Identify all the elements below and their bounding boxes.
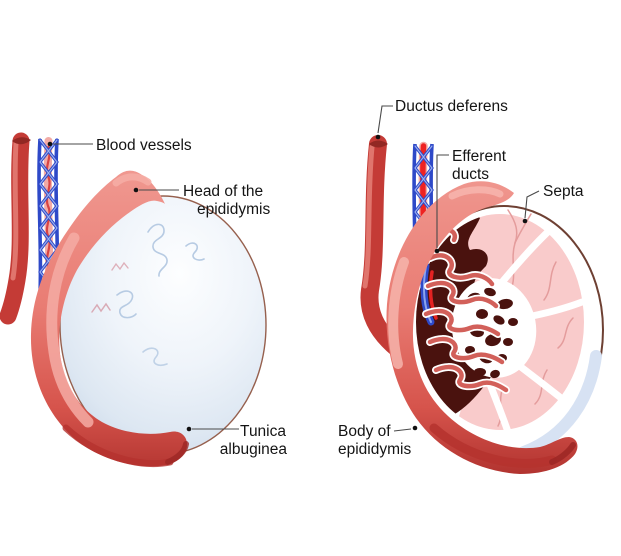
blood-vessels-pointer-dot <box>47 141 53 147</box>
label-ductus-deferens: Ductus deferens <box>375 98 508 140</box>
septa-label: Septa <box>543 183 584 200</box>
right-testis-cross-section <box>404 205 604 458</box>
blood-vessels-label: Blood vessels <box>96 137 192 154</box>
left-vas-deferens-tube <box>0 132 31 325</box>
ductus-deferens-leader-line <box>377 105 393 134</box>
body-epididymis-label-line1: Body of <box>338 423 391 440</box>
efferent-ducts-label-line2: ducts <box>452 166 489 183</box>
efferent-ducts-tubules <box>422 225 510 394</box>
tunica-pointer-dot <box>186 426 192 432</box>
right-ductus-deferens-tube <box>360 135 407 358</box>
right-figure-testicle-cross-section: Ductus deferens Efferent ducts Septa Bod… <box>338 98 604 474</box>
head-epididymis-label-line2: epididymis <box>197 201 270 218</box>
tunica-albuginea-crescent <box>518 350 602 458</box>
left-figure-testicle-external-view: Blood vessels Head of the epididymis Tun… <box>0 132 288 467</box>
label-blood-vessels: Blood vessels <box>47 137 192 154</box>
ductus-deferens-label: Ductus deferens <box>395 98 508 115</box>
label-efferent-ducts: Efferent ducts <box>434 148 507 254</box>
body-epididymis-pointer-dot <box>412 425 418 431</box>
label-head-of-epididymis: Head of the epididymis <box>133 183 270 218</box>
septa-pointer-dot <box>522 218 528 224</box>
efferent-ducts-pointer-dot <box>434 248 440 254</box>
efferent-ducts-label-line1: Efferent <box>452 148 507 165</box>
right-epididymis <box>386 181 578 474</box>
efferent-ducts-leader-line <box>436 154 449 248</box>
label-body-of-epididymis: Body of epididymis <box>338 423 418 458</box>
left-epididymis <box>30 170 189 467</box>
tunica-label-line2: albuginea <box>220 441 288 458</box>
head-epididymis-pointer-dot <box>133 187 139 193</box>
label-septa: Septa <box>522 183 584 224</box>
label-tunica-albuginea: Tunica albuginea <box>186 423 288 458</box>
left-testis-surface-vessels <box>91 223 205 366</box>
body-epididymis-leader-line <box>393 428 412 432</box>
body-epididymis-label-line2: epididymis <box>338 441 411 458</box>
ductus-deferens-pointer-dot <box>375 134 381 140</box>
tunica-label-line1: Tunica <box>240 423 286 440</box>
septa-leader-line <box>524 190 540 219</box>
head-epididymis-label-line1: Head of the <box>183 183 263 200</box>
